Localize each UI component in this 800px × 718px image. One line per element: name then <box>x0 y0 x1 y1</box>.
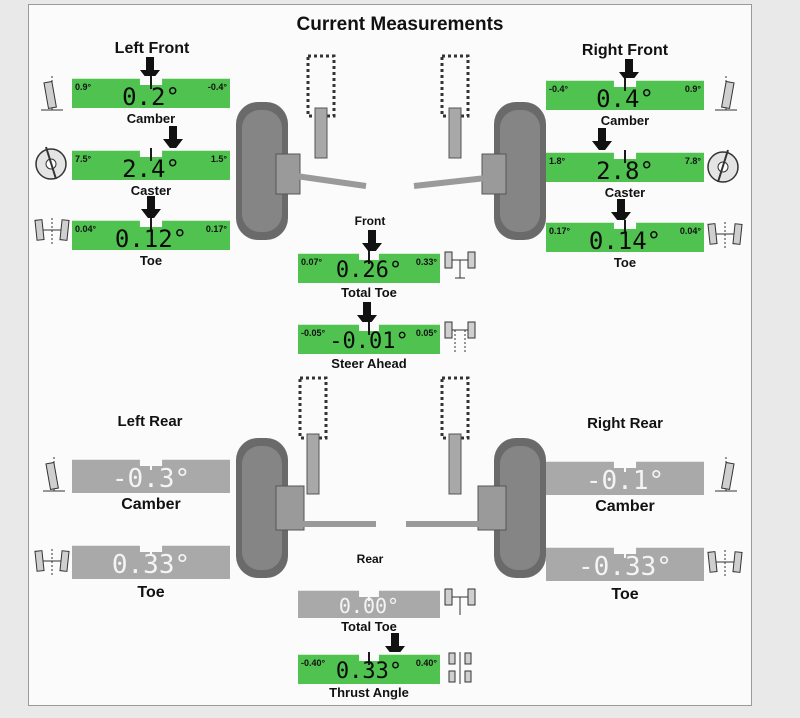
thrust-angle-min: -0.40° <box>301 658 326 668</box>
thrust-angle-label: Thrust Angle <box>329 685 409 700</box>
toe-icon <box>34 218 70 244</box>
rf-camber-min: -0.4° <box>549 84 569 94</box>
rear-total-toe-icon <box>444 588 476 615</box>
caster-icon <box>35 146 67 180</box>
camber-icon <box>41 76 63 111</box>
page-title: Current Measurements <box>296 14 504 35</box>
lf-camber-gauge: 0.9° -0.4° 0.2° Camber <box>72 76 230 126</box>
lf-camber-min: 0.9° <box>75 82 92 92</box>
total-toe-icon <box>444 251 476 279</box>
rf-toe-gauge: 0.17° 0.04° 0.14° Toe <box>546 220 704 270</box>
front-total-toe-min: 0.07° <box>301 257 323 267</box>
thrust-angle-value: 0.33° <box>335 659 403 684</box>
steer-ahead-max: 0.05° <box>415 328 437 338</box>
lr-camber-gauge: -0.3° Camber <box>72 457 230 513</box>
rf-camber-max: 0.9° <box>684 84 701 94</box>
rr-toe-value: -0.33° <box>578 552 672 582</box>
lr-toe-value: 0.33° <box>111 550 191 580</box>
arrow-down-icon <box>163 126 183 152</box>
rr-camber-gauge: -0.1° Camber <box>546 459 704 515</box>
rf-caster-min: 1.8° <box>549 156 566 166</box>
rr-camber-value: -0.1° <box>585 466 665 496</box>
rr-toe-gauge: -0.33° Toe <box>546 545 704 603</box>
lf-caster-max: 1.5° <box>210 154 227 164</box>
lf-camber-value: 0.2° <box>122 83 180 111</box>
lf-caster-label: Caster <box>130 183 172 198</box>
lf-caster-gauge: 7.5° 1.5° 2.4° Caster <box>72 148 230 198</box>
steer-ahead-value: -0.01° <box>329 329 409 354</box>
lf-toe-max: 0.17° <box>205 224 227 234</box>
lf-caster-min: 7.5° <box>75 154 92 164</box>
arrow-down-icon <box>141 196 161 222</box>
rf-toe-max: 0.04° <box>679 226 701 236</box>
lr-camber-label: Camber <box>121 496 181 513</box>
heading-left-front: Left Front <box>114 40 190 57</box>
front-suspension-illustration <box>236 54 546 240</box>
steer-ahead-gauge: -0.05° 0.05° -0.01° Steer Ahead <box>298 322 440 371</box>
arrow-down-icon <box>592 128 612 154</box>
heading-right-front: Right Front <box>581 42 669 59</box>
thrust-angle-icon <box>448 652 472 684</box>
camber-icon <box>43 457 65 492</box>
rear-total-toe-label: Total Toe <box>341 619 397 634</box>
arrow-down-icon <box>611 199 631 225</box>
rear-total-toe-value: 0.00° <box>338 594 400 618</box>
steer-ahead-label: Steer Ahead <box>331 356 407 371</box>
front-total-toe-label: Total Toe <box>341 285 397 300</box>
steer-ahead-icon <box>444 321 476 352</box>
lr-toe-label: Toe <box>137 584 165 601</box>
rf-caster-value: 2.8° <box>596 157 654 185</box>
thrust-angle-gauge: -0.40° 0.40° 0.33° Thrust Angle <box>298 652 440 700</box>
heading-front: Front <box>354 214 386 228</box>
steer-ahead-min: -0.05° <box>301 328 326 338</box>
camber-icon <box>715 457 737 492</box>
lf-camber-label: Camber <box>126 111 176 126</box>
toe-icon <box>707 550 743 576</box>
rear-total-toe-gauge: 0.00° Total Toe <box>298 588 440 634</box>
heading-right-rear: Right Rear <box>587 415 663 432</box>
rf-toe-label: Toe <box>613 255 637 270</box>
lf-camber-max: -0.4° <box>207 82 227 92</box>
arrow-down-icon <box>362 230 382 256</box>
rf-toe-min: 0.17° <box>549 226 571 236</box>
thrust-angle-max: 0.40° <box>415 658 437 668</box>
rf-caster-gauge: 1.8° 7.8° 2.8° Caster <box>546 150 704 200</box>
lf-toe-min: 0.04° <box>75 224 97 234</box>
heading-left-rear: Left Rear <box>117 413 183 430</box>
rf-camber-gauge: -0.4° 0.9° 0.4° Camber <box>546 78 704 128</box>
rf-caster-max: 7.8° <box>684 156 701 166</box>
toe-icon <box>34 549 70 575</box>
rr-camber-label: Camber <box>595 498 655 515</box>
rf-caster-label: Caster <box>604 185 646 200</box>
caster-icon <box>707 149 739 183</box>
lr-camber-value: -0.3° <box>111 464 191 494</box>
rf-camber-label: Camber <box>600 113 650 128</box>
lf-toe-label: Toe <box>139 253 163 268</box>
lf-toe-value: 0.12° <box>114 225 188 253</box>
toe-icon <box>707 222 743 248</box>
arrow-down-icon <box>357 302 377 328</box>
lr-toe-gauge: 0.33° Toe <box>72 543 230 601</box>
rf-camber-value: 0.4° <box>596 85 654 113</box>
heading-rear: Rear <box>356 552 384 566</box>
rr-toe-label: Toe <box>611 586 639 603</box>
front-total-toe-gauge: 0.07° 0.33° 0.26° Total Toe <box>298 251 440 300</box>
front-total-toe-max: 0.33° <box>415 257 437 267</box>
lf-caster-value: 2.4° <box>122 155 180 183</box>
rf-toe-value: 0.14° <box>588 227 662 255</box>
lf-toe-gauge: 0.04° 0.17° 0.12° Toe <box>72 218 230 268</box>
rear-suspension-illustration <box>236 376 546 578</box>
camber-icon <box>715 76 737 111</box>
front-total-toe-value: 0.26° <box>335 258 403 283</box>
